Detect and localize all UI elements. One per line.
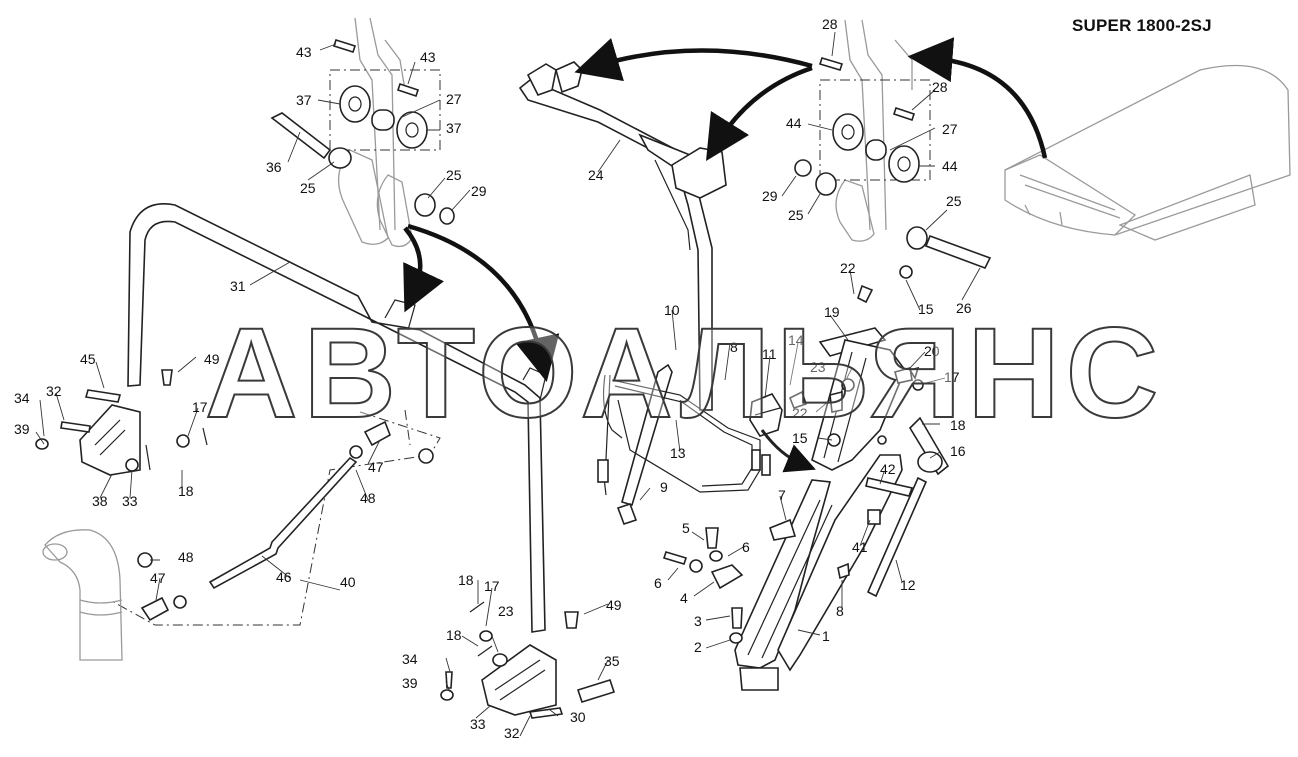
label-34b: 34 xyxy=(402,651,418,667)
label-49: 49 xyxy=(204,351,220,367)
label-18d: 18 xyxy=(446,627,462,643)
label-29b: 29 xyxy=(762,188,778,204)
label-40: 40 xyxy=(340,574,356,590)
label-23b: 23 xyxy=(498,603,514,619)
label-46: 46 xyxy=(276,569,292,585)
label-48: 48 xyxy=(360,490,376,506)
label-6: 6 xyxy=(742,539,750,555)
diagram-title: SUPER 1800-2SJ xyxy=(1072,16,1212,35)
upper-frame xyxy=(518,61,727,411)
label-15: 15 xyxy=(918,301,934,317)
label-37: 37 xyxy=(296,92,312,108)
label-25d: 25 xyxy=(946,193,962,209)
label-6b: 6 xyxy=(654,575,662,591)
label-17b: 17 xyxy=(192,399,208,415)
label-34: 34 xyxy=(14,390,30,406)
label-39b: 39 xyxy=(402,675,418,691)
label-17: 17 xyxy=(944,369,960,385)
label-8b: 8 xyxy=(836,603,844,619)
label-49b: 49 xyxy=(606,597,622,613)
rod-assembly xyxy=(109,409,441,626)
label-28b: 28 xyxy=(932,79,948,95)
label-30: 30 xyxy=(570,709,586,725)
label-23: 23 xyxy=(810,359,826,375)
label-5: 5 xyxy=(682,520,690,536)
label-32: 32 xyxy=(46,383,62,399)
label-33: 33 xyxy=(122,493,138,509)
label-2: 2 xyxy=(694,639,702,655)
label-35: 35 xyxy=(604,653,620,669)
left-bracket xyxy=(35,369,208,476)
label-27: 27 xyxy=(446,91,462,107)
label-4: 4 xyxy=(680,590,688,606)
seat-illustration xyxy=(1004,64,1291,241)
valve-and-bracket xyxy=(749,265,924,471)
label-12: 12 xyxy=(900,577,916,593)
label-8: 8 xyxy=(730,339,738,355)
label-43b: 43 xyxy=(420,49,436,65)
label-41: 41 xyxy=(852,539,868,555)
label-16: 16 xyxy=(950,443,966,459)
label-19: 19 xyxy=(824,304,840,320)
label-42: 42 xyxy=(880,461,896,477)
leader-lines xyxy=(35,31,981,737)
label-28: 28 xyxy=(822,16,838,32)
label-1: 1 xyxy=(822,628,830,644)
label-38: 38 xyxy=(92,493,108,509)
label-22: 22 xyxy=(840,260,856,276)
lower-frame xyxy=(662,366,950,691)
label-24: 24 xyxy=(588,167,604,183)
label-43: 43 xyxy=(296,44,312,60)
label-37b: 37 xyxy=(446,120,462,136)
label-48b: 48 xyxy=(178,549,194,565)
right-hinge-assembly xyxy=(794,19,992,270)
label-44b: 44 xyxy=(942,158,958,174)
label-33b: 33 xyxy=(470,716,486,732)
label-44: 44 xyxy=(786,115,802,131)
label-36: 36 xyxy=(266,159,282,175)
roll-bar xyxy=(127,203,547,633)
label-14: 14 xyxy=(788,332,804,348)
label-17c: 17 xyxy=(484,578,500,594)
label-15b: 15 xyxy=(792,430,808,446)
label-39: 39 xyxy=(14,421,30,437)
label-45: 45 xyxy=(80,351,96,367)
label-27b: 27 xyxy=(942,121,958,137)
label-47b: 47 xyxy=(150,570,166,586)
bottom-bracket xyxy=(440,601,616,719)
label-18c: 18 xyxy=(458,572,474,588)
label-18b: 18 xyxy=(178,483,194,499)
hydraulic-cylinder xyxy=(597,363,771,526)
label-10: 10 xyxy=(664,302,680,318)
label-25b: 25 xyxy=(446,167,462,183)
label-18: 18 xyxy=(950,417,966,433)
label-25: 25 xyxy=(300,180,316,196)
label-47: 47 xyxy=(368,459,384,475)
label-31: 31 xyxy=(230,278,246,294)
part-number-labels: 43 43 37 27 37 36 25 25 29 31 28 28 44 2… xyxy=(14,16,972,741)
label-32b: 32 xyxy=(504,725,520,741)
direction-arrows xyxy=(403,37,1048,473)
label-7: 7 xyxy=(778,487,786,503)
label-13: 13 xyxy=(670,445,686,461)
label-20: 20 xyxy=(924,343,940,359)
label-9: 9 xyxy=(660,479,668,495)
label-11: 11 xyxy=(762,346,777,362)
label-3: 3 xyxy=(694,613,702,629)
left-hinge-assembly xyxy=(270,17,455,248)
label-25c: 25 xyxy=(788,207,804,223)
exhaust-pipe xyxy=(42,529,123,661)
label-29: 29 xyxy=(471,183,487,199)
label-26: 26 xyxy=(956,300,972,316)
label-22b: 22 xyxy=(792,405,808,421)
